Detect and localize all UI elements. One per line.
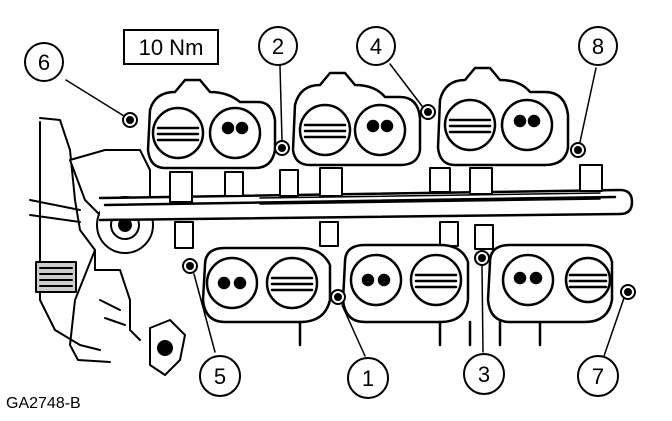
- callout-7-label: 7: [592, 364, 604, 389]
- upper-fasteners: [122, 104, 586, 158]
- callout-6-label: 6: [38, 50, 50, 75]
- callout-4: 4: [356, 26, 396, 66]
- callout-3: 3: [463, 353, 505, 395]
- callout-4-label: 4: [370, 34, 382, 59]
- lower-fasteners: [182, 250, 636, 305]
- callout-8: 8: [578, 26, 618, 66]
- callout-5: 5: [199, 355, 241, 397]
- torque-spec-label: 10 Nm: [139, 35, 204, 60]
- leader-lines: [65, 63, 625, 357]
- upper-runner-flanges: [146, 66, 570, 170]
- callout-1: 1: [347, 357, 389, 399]
- callout-2-label: 2: [272, 34, 284, 59]
- fuel-rail: [98, 188, 634, 222]
- callout-5-label: 5: [214, 364, 226, 389]
- torque-spec-box: 10 Nm: [123, 29, 219, 65]
- callout-2: 2: [258, 26, 298, 66]
- callout-1-label: 1: [362, 366, 374, 391]
- injectors: [169, 164, 603, 250]
- callout-7: 7: [577, 355, 619, 397]
- callout-6: 6: [24, 42, 64, 82]
- lower-runner-flanges: [201, 243, 614, 347]
- figure-id: GA2748-B: [6, 395, 81, 412]
- callout-8-label: 8: [592, 34, 604, 59]
- callout-3-label: 3: [478, 362, 490, 387]
